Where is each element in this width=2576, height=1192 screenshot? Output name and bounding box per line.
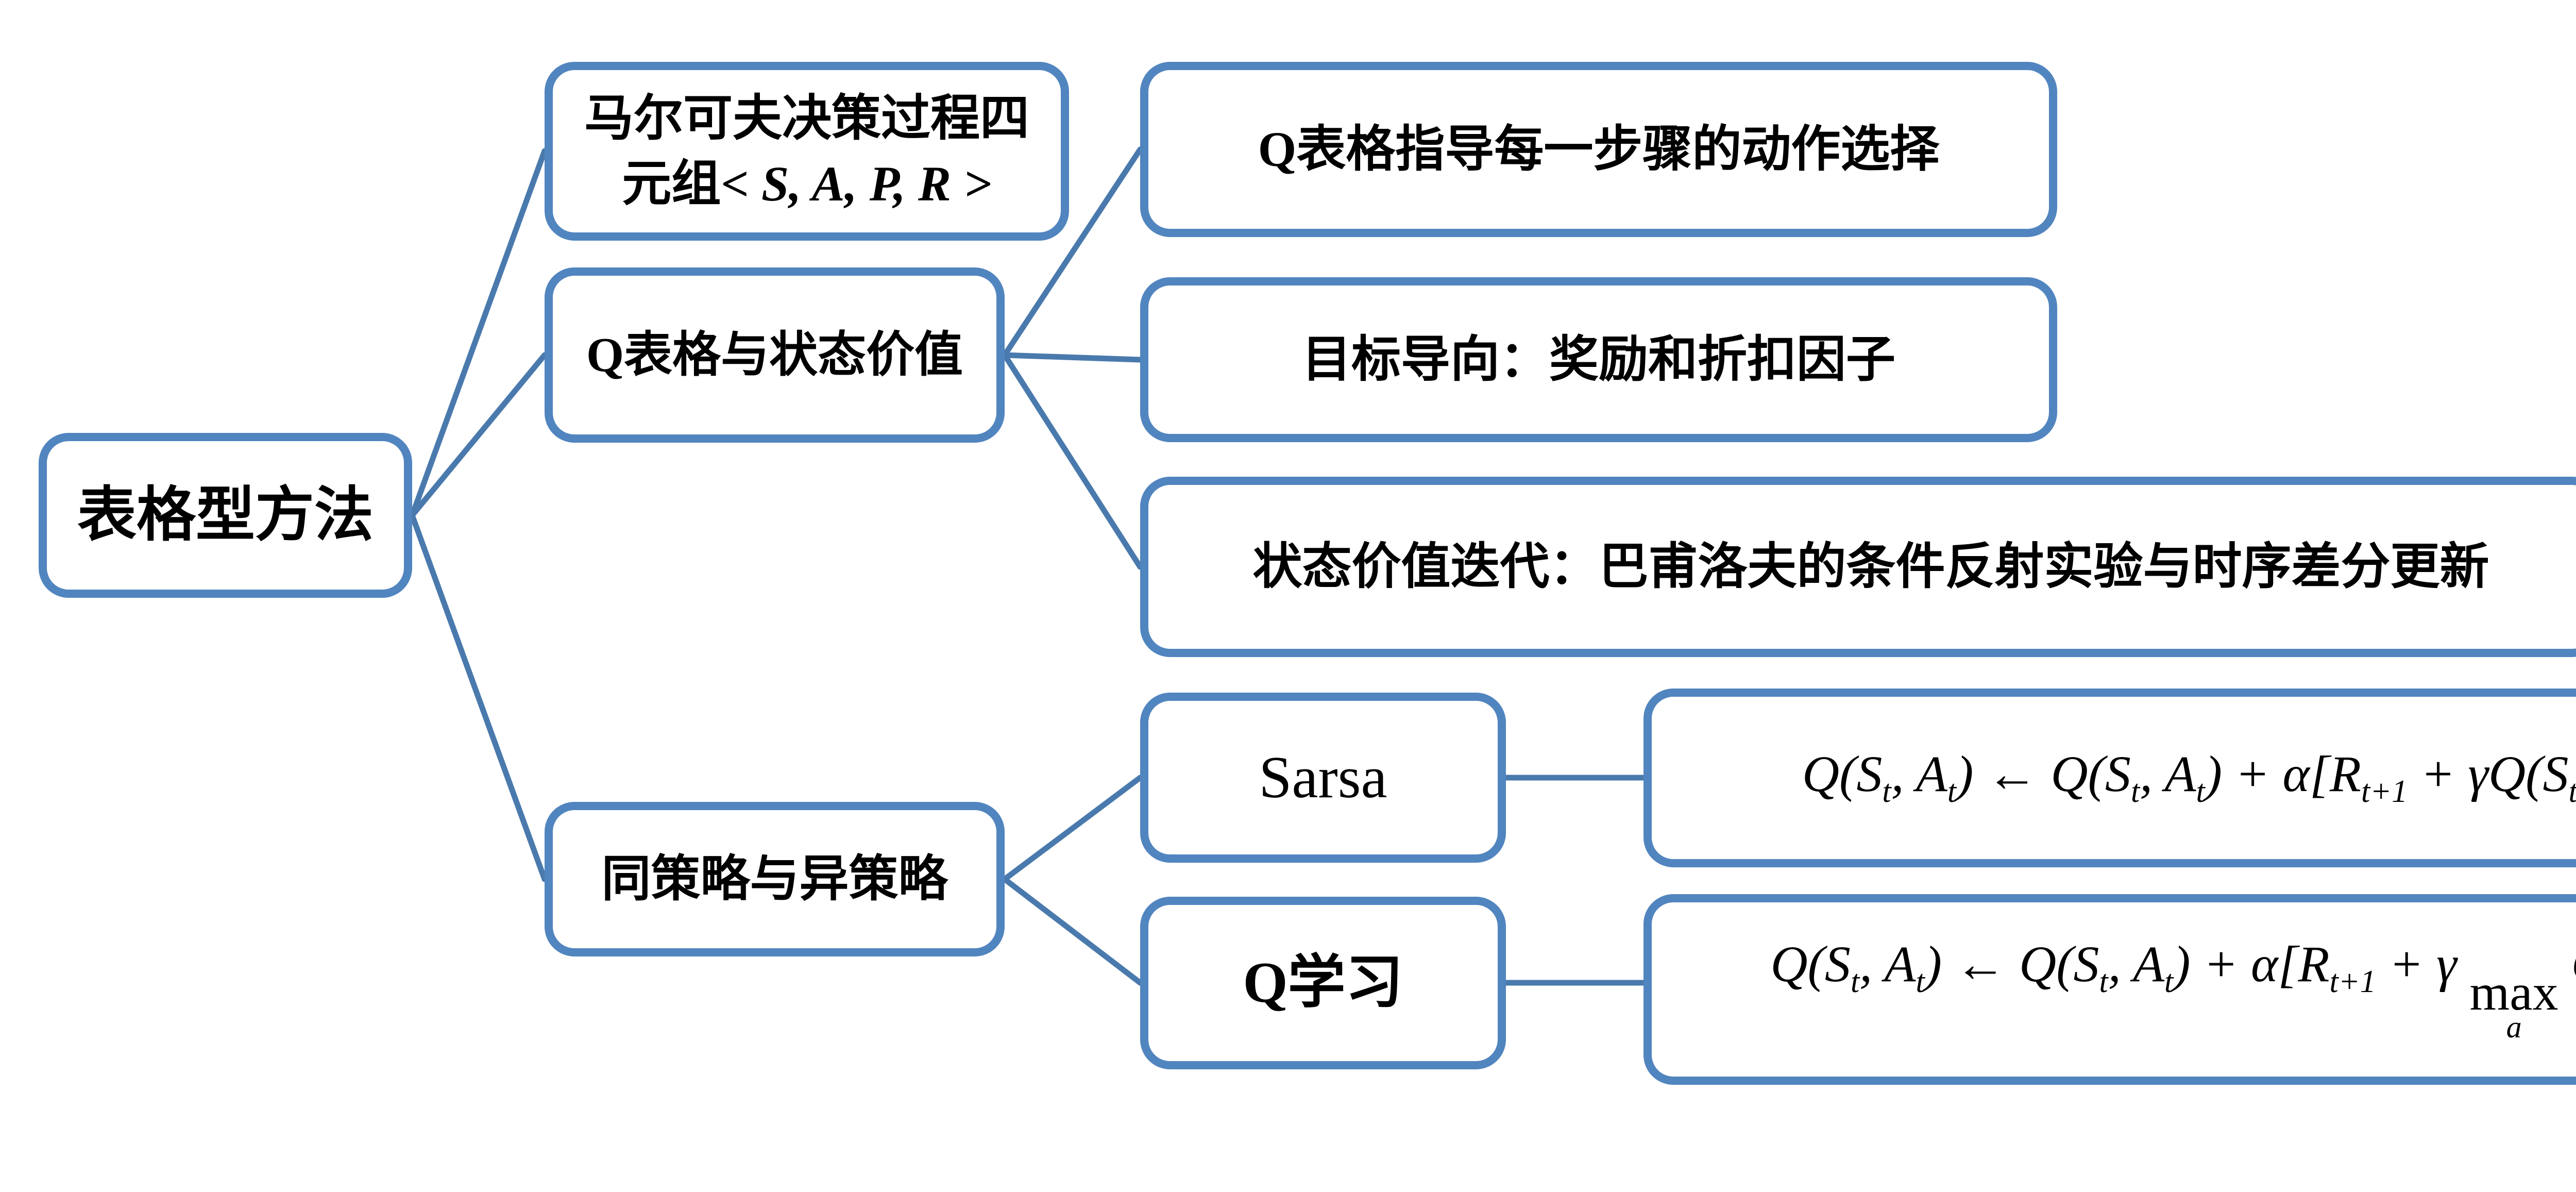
node-qtable-action-selection: Q表格指导每一步骤的动作选择 bbox=[1140, 62, 2057, 237]
connector-qtable-to-goal bbox=[1002, 352, 1143, 363]
node-value-iter-label: 状态价值迭代：巴甫洛夫的条件反射实验与时序差分更新 bbox=[1252, 539, 2489, 594]
node-root-label: 表格型方法 bbox=[77, 482, 374, 548]
node-policy-label: 同策略与异策略 bbox=[601, 851, 948, 906]
node-on-off-policy: 同策略与异策略 bbox=[545, 802, 1005, 956]
node-markov-tuple: 马尔可夫决策过程四 元组< S, A, P, R > bbox=[545, 62, 1069, 241]
node-qtable-label: Q表格与状态价值 bbox=[586, 328, 963, 382]
node-goal-oriented: 目标导向：奖励和折扣因子 bbox=[1140, 277, 2057, 442]
node-qtable-state-value: Q表格与状态价值 bbox=[545, 267, 1005, 443]
sarsa-update-formula: Q(St, At) ← Q(St, At) + α[Rt+1 + γQ(St+1… bbox=[1802, 745, 2576, 809]
connector-root-to-markov bbox=[409, 148, 548, 518]
node-qlearning: Q学习 bbox=[1140, 897, 1506, 1069]
node-state-value-iteration: 状态价值迭代：巴甫洛夫的条件反射实验与时序差分更新 bbox=[1140, 477, 2576, 657]
connector-root-to-policy bbox=[409, 512, 548, 882]
node-sarsa: Sarsa bbox=[1140, 693, 1506, 863]
connector-policy-to-qlearn bbox=[1002, 876, 1143, 986]
connector-qtable-to-action bbox=[1002, 146, 1143, 358]
connector-policy-to-sarsa bbox=[1002, 775, 1143, 882]
node-markov-line2-math: < S, A, P, R > bbox=[721, 156, 992, 211]
node-markov-line2: 元组< S, A, P, R > bbox=[584, 152, 1029, 217]
node-action-label: Q表格指导每一步骤的动作选择 bbox=[1258, 121, 1940, 177]
node-goal-label: 目标导向：奖励和折扣因子 bbox=[1302, 331, 1895, 387]
connector-qtable-to-value bbox=[1002, 352, 1143, 570]
node-root-tabular-methods: 表格型方法 bbox=[39, 433, 412, 598]
node-sarsa-formula: Q(St, At) ← Q(St, At) + α[Rt+1 + γQ(St+1… bbox=[1643, 689, 2576, 867]
connector-root-to-qtable bbox=[409, 352, 548, 518]
node-markov-line2-prefix: 元组 bbox=[622, 156, 721, 211]
node-qlearning-label: Q学习 bbox=[1243, 950, 1403, 1015]
node-sarsa-label: Sarsa bbox=[1259, 745, 1387, 810]
node-markov-line1: 马尔可夫决策过程四 bbox=[584, 90, 1029, 146]
